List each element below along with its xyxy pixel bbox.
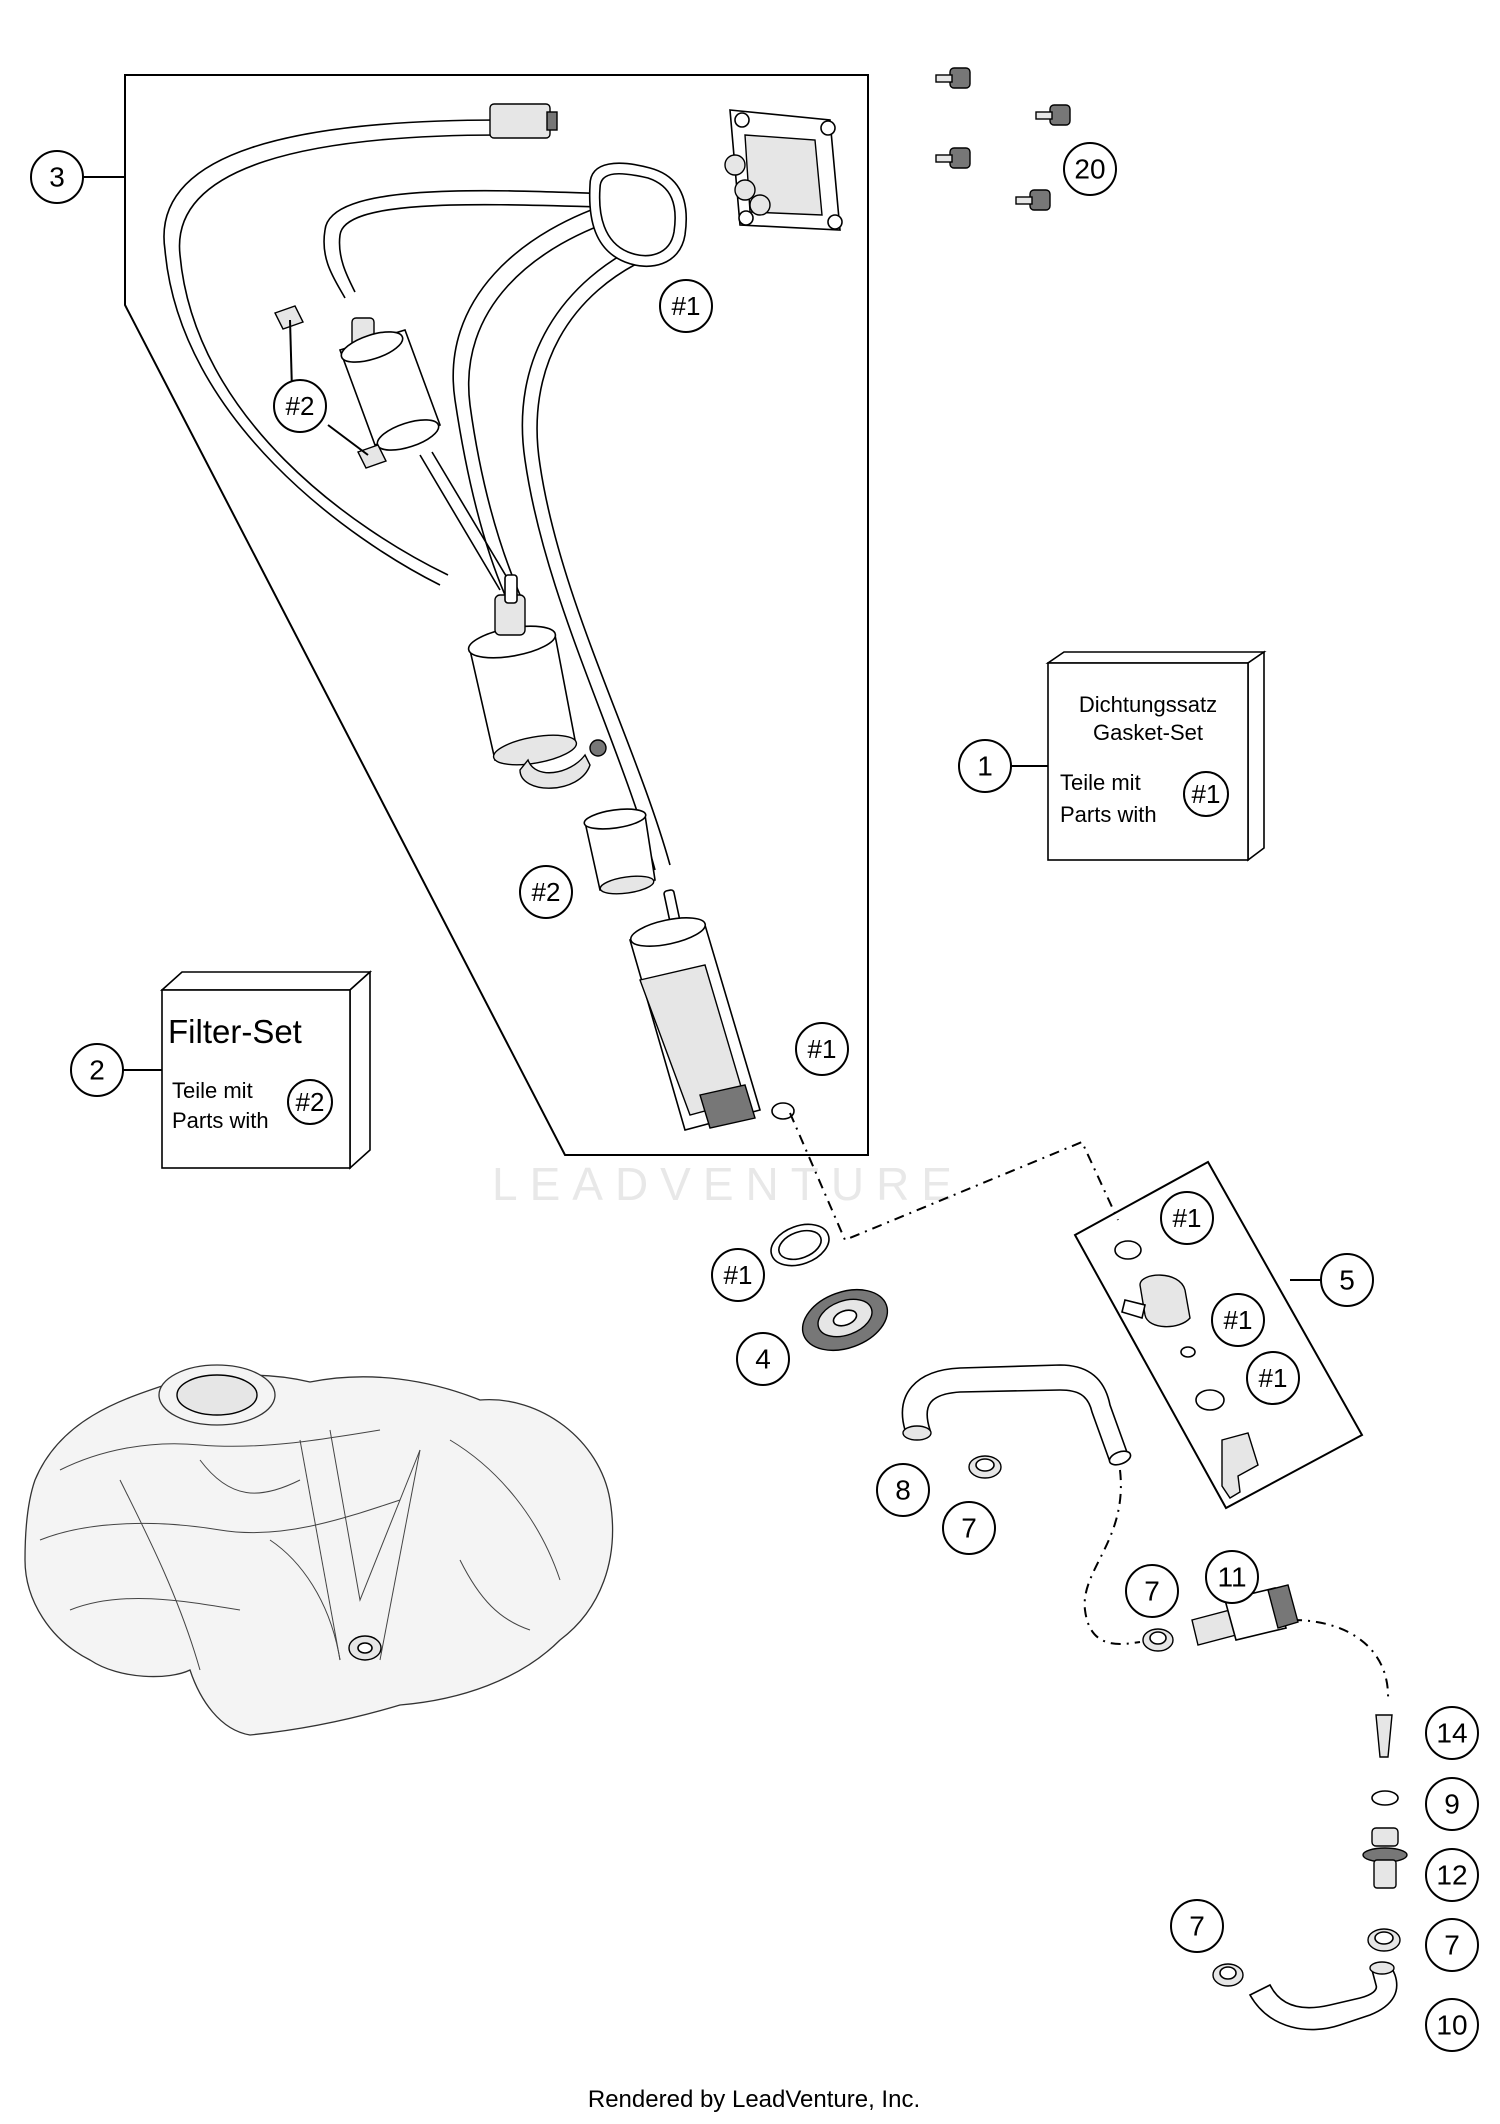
filter-insert [1375,1714,1393,1758]
gasket-set-teile-label: Teile mit [1060,770,1141,795]
svg-text:11: 11 [1217,1562,1246,1593]
o-ring-small [771,1102,795,1120]
svg-text:#1: #1 [1224,1305,1253,1335]
ref-filter-parts: #2 [273,379,327,433]
callout-20: 20 [1063,142,1117,196]
svg-text:1: 1 [977,751,993,782]
svg-text:5: 5 [1339,1265,1355,1296]
callout-8: 8 [876,1463,930,1517]
flow-line-hose-to-coupling [1083,1469,1141,1645]
callout-3: 3 [30,150,84,204]
ref-kit-o-ring-low: #1 [1246,1351,1300,1405]
hose-clamp-b [1142,1628,1174,1652]
pump-flange [724,109,843,231]
svg-text:12: 12 [1436,1860,1467,1891]
svg-text:7: 7 [1189,1911,1205,1942]
gasket-set-label: Gasket-Set [1093,720,1203,745]
gasket-set-german-label: Dichtungssatz [1079,692,1217,717]
filter-set-teile-label: Teile mit [172,1078,253,1103]
callout-12: 12 [1425,1848,1479,1902]
grommet [801,1288,889,1352]
hose-clamp-a [968,1455,1002,1479]
callout-4: 4 [736,1332,790,1386]
gasket-ring [588,162,687,268]
footer-credit: Rendered by LeadVenture, Inc. [588,2086,920,2113]
pump-strainer-sleeve [583,808,656,895]
svg-text:2: 2 [89,1055,105,1086]
svg-text:#1: #1 [1259,1363,1288,1393]
callout-7-coupling: 7 [1125,1564,1179,1618]
callout-2: 2 [70,1043,124,1097]
filter-set-title: Filter-Set [168,1013,302,1050]
fuel-pump-assembly [163,103,843,1131]
filter-set-ref-badge: #2 [287,1079,333,1125]
watermark: LEADVENTURE [492,1158,964,1210]
svg-text:#2: #2 [296,1087,325,1117]
o-ring-stack [1371,1790,1399,1806]
fuel-pump-motor [467,574,607,789]
svg-text:14: 14 [1436,1718,1467,1749]
svg-text:7: 7 [1444,1930,1460,1961]
callout-7: 7 [942,1501,996,1555]
svg-text:7: 7 [1144,1576,1160,1607]
svg-text:20: 20 [1074,154,1105,185]
svg-text:#1: #1 [808,1034,837,1064]
callout-1: 1 [958,739,1012,793]
callout-14: 14 [1425,1706,1479,1760]
flow-line-coupling-to-valve [1291,1619,1390,1701]
ref-gasket-flange: #1 [659,279,713,333]
svg-text:#1: #1 [1192,779,1221,809]
fuel-tank [24,1364,614,1736]
svg-text:#1: #1 [724,1260,753,1290]
connector-kit-parts [1114,1240,1259,1499]
callout-7-lower: 7 [1170,1899,1224,1953]
filter-clip-bottom [357,444,387,469]
svg-text:8: 8 [895,1475,911,1506]
svg-text:#2: #2 [286,391,315,421]
svg-text:10: 10 [1436,2010,1467,2041]
fuel-pump-assembly-frame [124,74,869,1156]
svg-text:#1: #1 [1173,1203,1202,1233]
pump-housing [628,889,762,1131]
svg-text:#1: #1 [672,291,701,321]
svg-text:7: 7 [961,1513,977,1544]
hose-clamp-d [1212,1963,1244,1987]
flow-line-pump-to-kit [789,1112,1119,1242]
fuel-filter [338,317,442,451]
gasket-set-ref-badge: #1 [1183,771,1229,817]
fuel-hose-short [1248,1961,1398,2031]
filter-clip-top [274,305,304,330]
svg-text:3: 3 [49,162,65,193]
check-valve [1362,1827,1408,1889]
ref-kit-o-ring-top: #1 [1160,1191,1214,1245]
connector-plug [489,103,551,139]
filter-set-parts-label: Parts with [172,1108,269,1133]
connector-kit-frame [1073,1160,1364,1510]
callout-5: 5 [1320,1253,1374,1307]
filter-set-box: Filter-Set Teile mit Parts with #2 [159,970,373,1170]
screws-group [935,67,1071,211]
gasket-set-parts-label: Parts with [1060,802,1157,827]
callout-9: 9 [1425,1777,1479,1831]
svg-text:4: 4 [755,1344,771,1375]
ref-strainer-sleeve: #2 [519,865,573,919]
callout-10: 10 [1425,1998,1479,2052]
gasket-set-box: Dichtungssatz Gasket-Set Teile mit Parts… [1045,650,1267,862]
ref-pump-o-ring: #1 [795,1022,849,1076]
ref-large-o-ring: #1 [711,1248,765,1302]
callout-11: 11 [1205,1550,1259,1604]
callout-7-stack: 7 [1425,1918,1479,1972]
ref-kit-o-ring-mid: #1 [1211,1293,1265,1347]
svg-text:9: 9 [1444,1789,1460,1820]
fuel-hose-bent [901,1364,1132,1466]
svg-text:#2: #2 [532,877,561,907]
hose-clamp-c [1367,1928,1401,1952]
